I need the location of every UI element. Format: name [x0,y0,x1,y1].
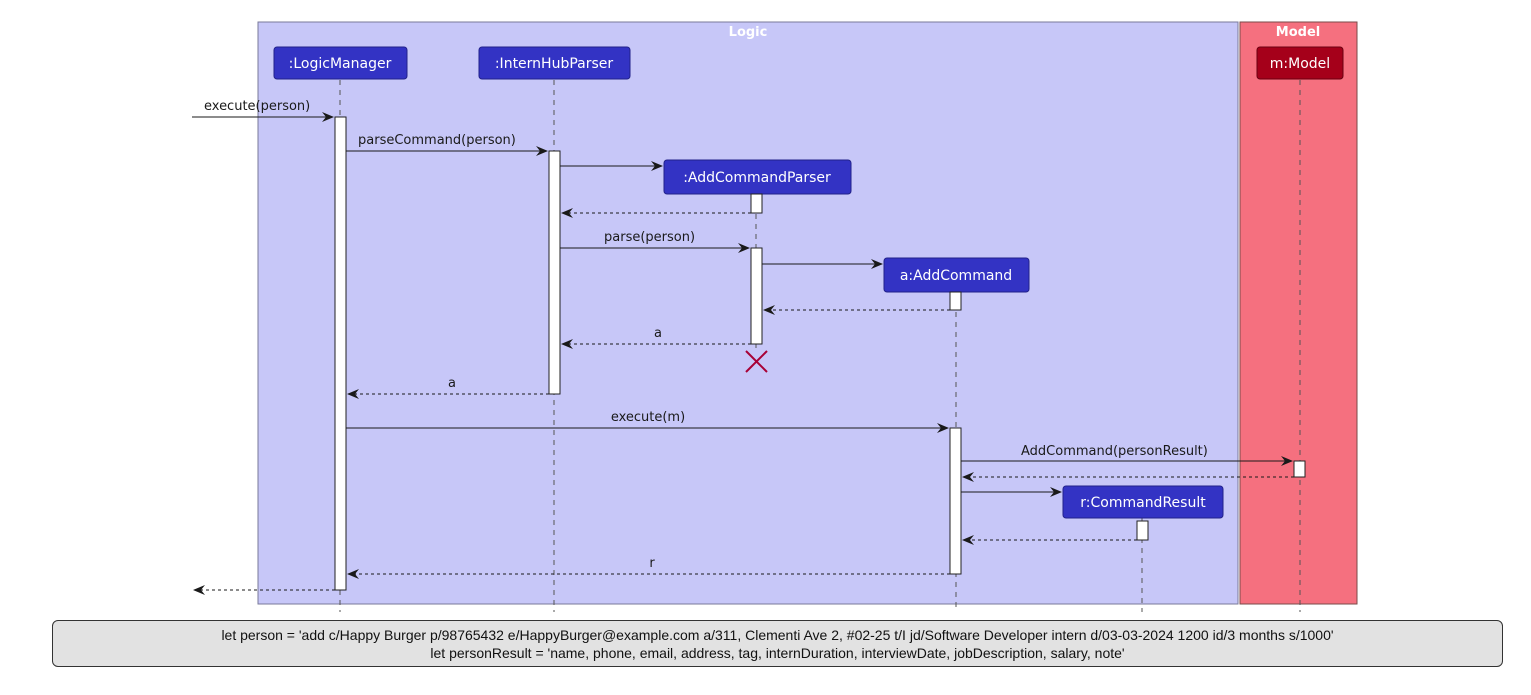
activation-add-command-execute [949,427,962,575]
note-line-person-result: let personResult = 'name, phone, email, … [430,644,1125,661]
msg-parse-person-label: parse(person) [604,230,695,245]
return-a-logic-label: a [448,376,456,391]
msg-execute-person-label: execute(person) [204,99,310,114]
participant-model-box [1256,46,1344,80]
activation-model [1293,460,1306,478]
activation-add-command-parser-parse [750,247,763,345]
activation-add-command-init [949,291,962,311]
note-line-person: let person = 'add c/Happy Burger p/98765… [221,626,1334,643]
participant-model: m:Model [1270,56,1330,72]
model-group-box [1239,21,1358,605]
participant-intern-hub-parser-box [478,46,631,80]
participant-command-result-box [1062,485,1224,519]
return-r-label: r [649,556,655,571]
participant-add-command: a:AddCommand [900,268,1012,284]
msg-execute-m-label: execute(m) [611,410,685,425]
participant-add-command-parser: :AddCommandParser [683,170,831,186]
activation-logic-manager [334,116,347,591]
participant-logic-manager-box [273,46,408,80]
activation-add-command-parser-init [750,193,763,214]
participant-command-result: r:CommandResult [1080,495,1206,511]
return-a-parser-label: a [654,326,662,341]
activation-intern-hub-parser [548,150,561,395]
participant-intern-hub-parser: :InternHubParser [495,56,614,72]
logic-group-title: Logic [729,25,768,40]
destroy-add-command-parser-icon [745,350,768,373]
msg-parse-command-label: parseCommand(person) [358,133,516,148]
msg-add-command-person-result-label: AddCommand(personResult) [1021,444,1208,459]
participant-logic-manager: :LogicManager [289,56,392,72]
note-box: let person = 'add c/Happy Burger p/98765… [52,620,1503,667]
model-group-title: Model [1276,25,1320,40]
activation-command-result [1136,520,1149,541]
